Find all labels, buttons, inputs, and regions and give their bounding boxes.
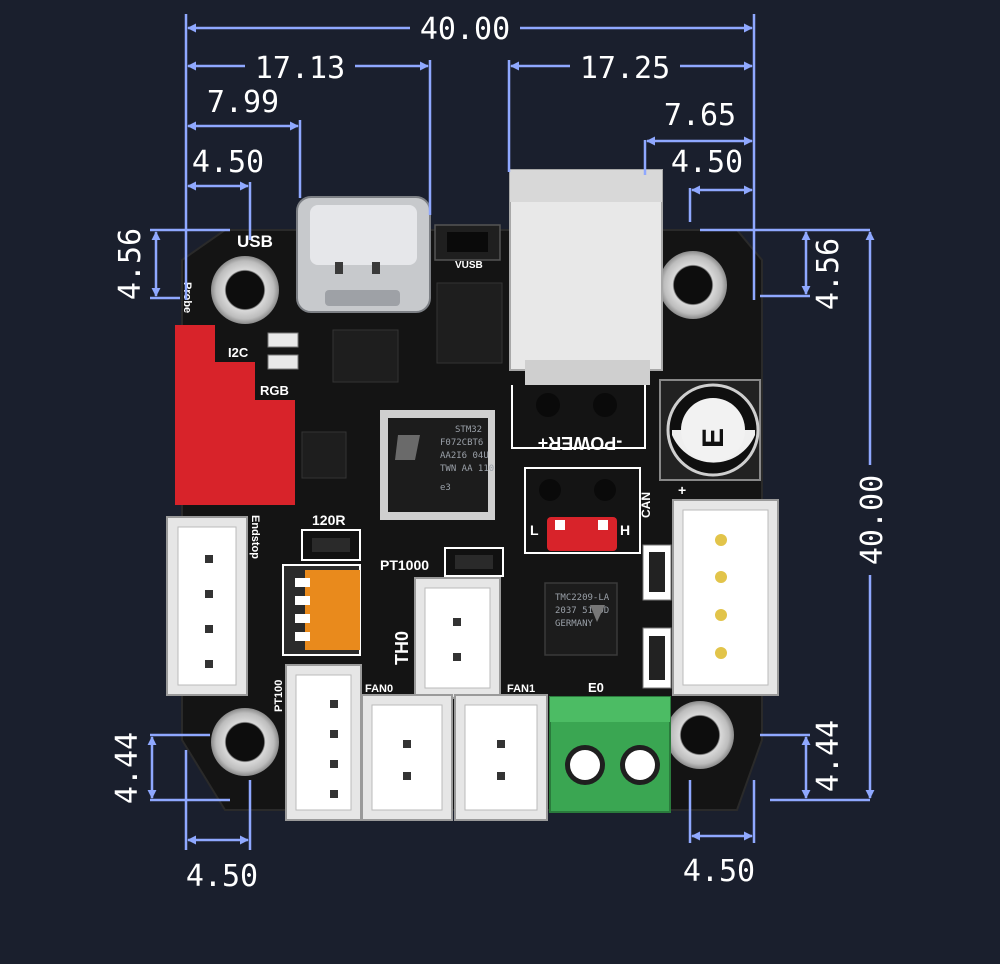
dip-switch	[282, 564, 361, 656]
label-h: H	[620, 522, 630, 538]
stepper-driver-chip: TMC2209-LA 2037 5179D GERMANY	[544, 582, 618, 656]
dim-left-hole-y-bottom: 4.44	[110, 732, 145, 804]
label-e0: E0	[588, 680, 604, 695]
dim-overall-height: 40.00	[855, 475, 890, 565]
regulator-chip	[332, 329, 399, 383]
pcb-board: STM32 F072CBT6 AA2I6 04U TWN AA 110 e3 T…	[166, 169, 779, 821]
driver-marking-2: 2037 5179D	[555, 606, 609, 616]
dim-right-to-power: 17.25	[580, 51, 670, 86]
label-fan1: FAN1	[507, 683, 535, 695]
label-th0: TH0	[392, 631, 412, 665]
label-fan0: FAN0	[365, 683, 393, 695]
accelerometer-chip	[301, 431, 347, 479]
status-led	[267, 332, 299, 348]
dim-right-hole-x-top: 4.50	[671, 145, 743, 180]
electrolytic-capacitor	[659, 379, 761, 481]
label-l: L	[530, 522, 539, 538]
label-can: CAN	[639, 492, 653, 518]
mcu-marking-1: STM32	[455, 425, 482, 435]
can-connector	[672, 499, 779, 696]
label-power: -POWER+	[538, 433, 623, 453]
label-usb: USB	[237, 232, 273, 251]
dim-right-hole-y-top: 4.56	[811, 238, 846, 310]
th0-connector	[414, 577, 501, 699]
label-endstop: Endstop	[249, 515, 261, 559]
label-pt100: PT100	[273, 680, 285, 712]
power-led	[267, 354, 299, 370]
mcu-marking-3: AA2I6 04U	[440, 451, 489, 461]
label-rgb: RGB	[260, 383, 289, 398]
mcu-chip: STM32 F072CBT6 AA2I6 04U TWN AA 110 e3	[380, 410, 495, 520]
label-120r: 120R	[312, 512, 345, 528]
dimension-lines	[147, 14, 875, 850]
dim-right-hole-x-bottom: 4.50	[683, 854, 755, 889]
dimension-labels: 40.00 17.13 7.99 4.50 17.25 7.65 4.50 4.…	[110, 10, 890, 894]
can-connector-footprint	[524, 467, 641, 554]
label-vusb: VUSB	[455, 260, 483, 271]
endstop-connector	[166, 516, 248, 696]
driver-marking-3: GERMANY	[555, 619, 594, 629]
dim-overall-width: 40.00	[420, 12, 510, 47]
power-connector	[509, 169, 663, 417]
usb-c-connector	[296, 196, 431, 313]
driver-marking-1: TMC2209-LA	[555, 593, 610, 603]
fan1-connector	[454, 694, 548, 821]
mcu-marking-2: F072CBT6	[440, 438, 483, 448]
can-termination-jumper	[547, 517, 617, 551]
120r-jumper	[301, 529, 361, 561]
dim-left-to-usb-near: 7.99	[207, 85, 279, 120]
label-pt1000: PT1000	[380, 557, 429, 573]
power-ic	[436, 282, 503, 364]
pt100-connector	[285, 664, 362, 821]
dim-left-to-usb: 17.13	[255, 51, 345, 86]
fan0-connector	[361, 694, 453, 821]
dim-right-hole-y-bottom: 4.44	[811, 720, 846, 792]
label-i2c: I2C	[228, 345, 249, 360]
probe-i2c-rgb-headers	[175, 325, 295, 505]
dim-right-to-power-near: 7.65	[664, 98, 736, 133]
label-cap-e: E	[697, 428, 730, 448]
st-logo-icon	[395, 435, 420, 460]
pt1000-jumper	[444, 547, 504, 577]
dim-left-hole-x-bottom: 4.50	[186, 859, 258, 894]
heater-terminal-block	[549, 696, 671, 813]
mcu-marking-5: e3	[440, 483, 451, 493]
dim-left-hole-x-top: 4.50	[192, 145, 264, 180]
mcu-marking-4: TWN AA 110	[440, 464, 494, 474]
label-cap-plus: +	[678, 482, 686, 498]
vusb-jumper	[434, 224, 501, 261]
trinamic-logo-icon	[590, 605, 605, 622]
dim-left-hole-y-top: 4.56	[113, 228, 148, 300]
